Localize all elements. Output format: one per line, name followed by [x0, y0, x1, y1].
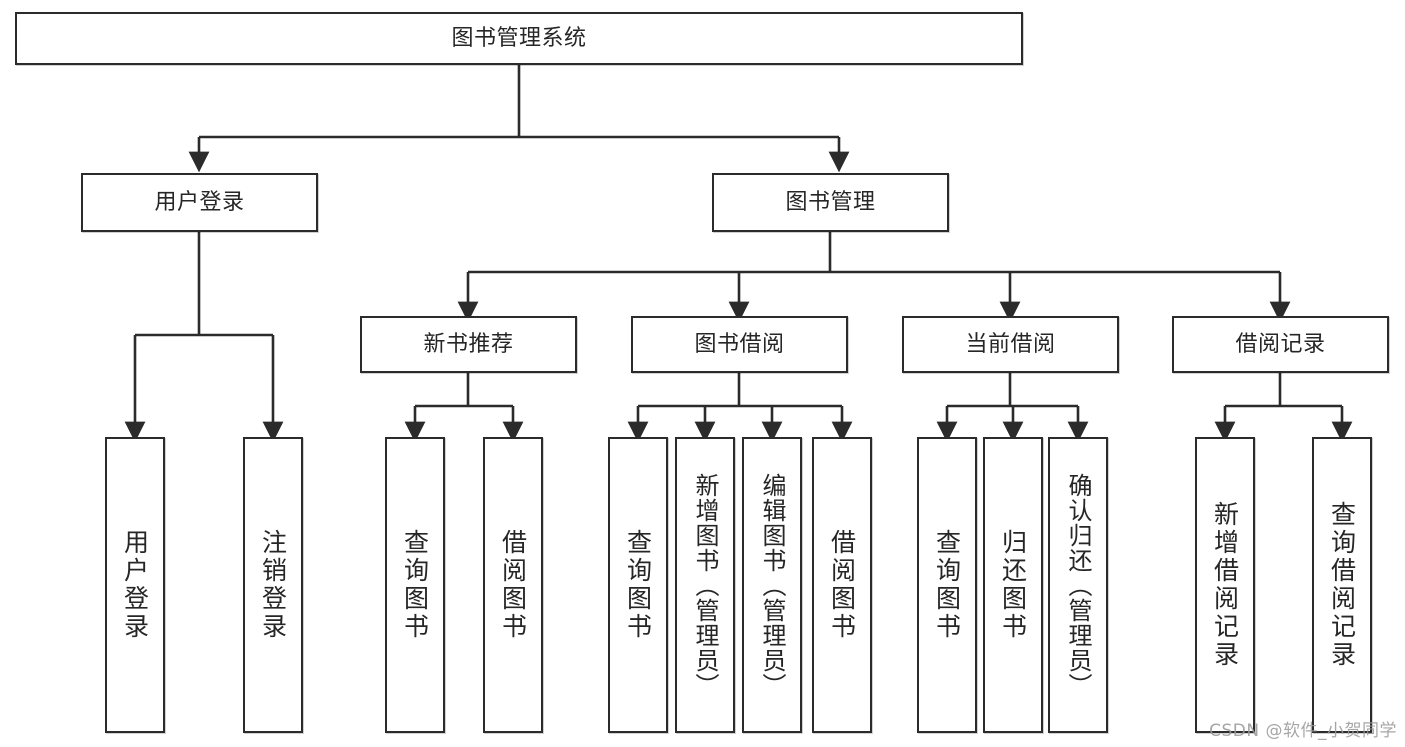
node-borrow-record-label: 借阅记录	[1235, 331, 1326, 357]
node-leaf-borrow-book-2[interactable]: 借阅图书	[812, 437, 872, 733]
node-root[interactable]: 图书管理系统	[15, 12, 1023, 65]
node-leaf-add-book[interactable]: 新增图书（管理员）	[675, 437, 735, 733]
node-leaf-edit-book-label: 编辑图书（管理员）	[758, 472, 786, 698]
node-new-book-rec[interactable]: 新书推荐	[360, 316, 577, 373]
node-leaf-return-book[interactable]: 归还图书	[983, 437, 1043, 733]
watermark-text: CSDN @软件_小贺同学	[1209, 721, 1397, 741]
node-leaf-query-book-3-label: 查询图书	[932, 529, 962, 641]
node-current-borrow[interactable]: 当前借阅	[902, 316, 1119, 373]
node-leaf-query-book-1-label: 查询图书	[400, 529, 430, 641]
edges-bookmanage-to-level3	[457, 232, 1291, 323]
node-leaf-user-login[interactable]: 用户登录	[105, 437, 165, 733]
edges-newbookrec-to-leaves	[404, 373, 524, 443]
node-leaf-query-book-2[interactable]: 查询图书	[608, 437, 668, 733]
edges-borrowrecord-to-leaves	[1214, 373, 1353, 443]
node-current-borrow-label: 当前借阅	[965, 331, 1056, 357]
node-leaf-add-record[interactable]: 新增借阅记录	[1195, 437, 1255, 733]
node-leaf-query-book-1[interactable]: 查询图书	[385, 437, 445, 733]
node-book-manage-label: 图书管理	[785, 189, 876, 215]
node-leaf-add-record-label: 新增借阅记录	[1210, 501, 1240, 669]
edges-userlogin-to-leaves	[124, 232, 284, 443]
node-leaf-user-logout-label: 注销登录	[258, 529, 288, 641]
edges-currentborrow-to-leaves	[936, 373, 1089, 443]
node-leaf-user-logout[interactable]: 注销登录	[243, 437, 303, 733]
node-root-label: 图书管理系统	[451, 25, 587, 51]
node-leaf-confirm-return-label: 确认归还（管理员）	[1064, 472, 1092, 698]
node-book-borrow-label: 图书借阅	[694, 331, 785, 357]
node-book-manage[interactable]: 图书管理	[712, 173, 949, 232]
node-leaf-query-book-3[interactable]: 查询图书	[917, 437, 977, 733]
node-leaf-borrow-book-1[interactable]: 借阅图书	[483, 437, 543, 733]
edges-bookborrow-to-leaves	[627, 373, 853, 443]
node-leaf-query-record-label: 查询借阅记录	[1327, 501, 1357, 669]
node-new-book-rec-label: 新书推荐	[423, 331, 514, 357]
node-book-borrow[interactable]: 图书借阅	[631, 316, 848, 373]
node-leaf-query-book-2-label: 查询图书	[623, 529, 653, 641]
node-leaf-borrow-book-2-label: 借阅图书	[827, 529, 857, 641]
node-borrow-record[interactable]: 借阅记录	[1172, 316, 1389, 373]
node-leaf-return-book-label: 归还图书	[998, 529, 1028, 641]
node-user-login-label: 用户登录	[154, 189, 245, 215]
node-user-login[interactable]: 用户登录	[81, 173, 318, 232]
node-leaf-edit-book[interactable]: 编辑图书（管理员）	[742, 437, 802, 733]
node-leaf-add-book-label: 新增图书（管理员）	[691, 472, 719, 698]
node-leaf-query-record[interactable]: 查询借阅记录	[1312, 437, 1372, 733]
node-leaf-user-login-label: 用户登录	[120, 529, 150, 641]
edges-root-to-level2	[188, 65, 850, 173]
node-leaf-borrow-book-1-label: 借阅图书	[498, 529, 528, 641]
node-leaf-confirm-return[interactable]: 确认归还（管理员）	[1048, 437, 1108, 733]
